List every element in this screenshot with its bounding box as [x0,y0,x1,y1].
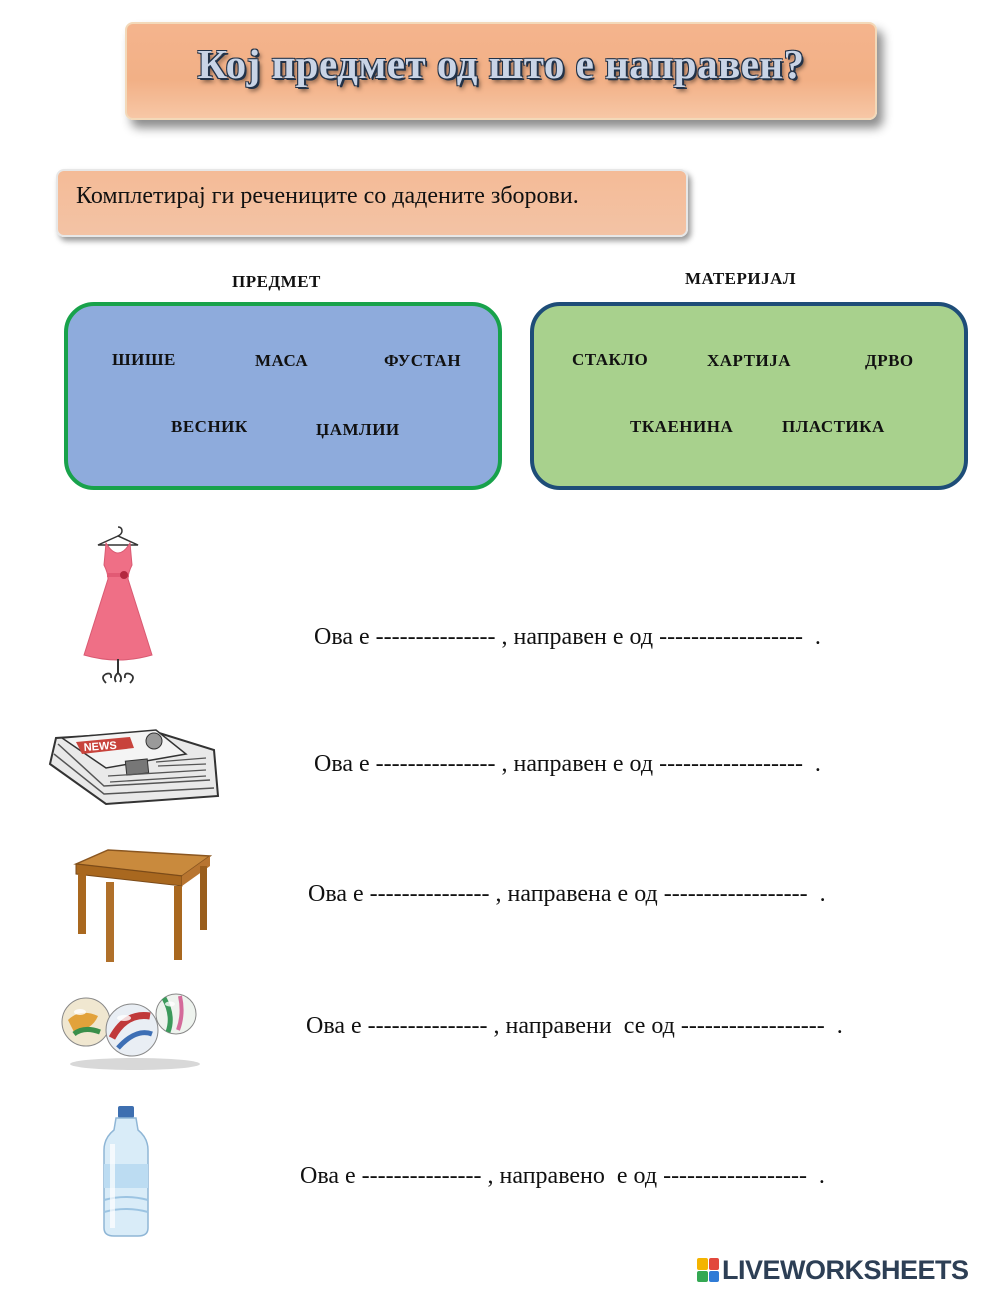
material-word-wood[interactable]: ДРВО [865,351,914,370]
sentence-3: Ова е --------------- , направена е од -… [308,881,826,907]
sentence-4: Ова е --------------- , направени се од … [306,1013,843,1039]
bottle-icon [103,1106,149,1237]
material-word-plastic[interactable]: ПЛАСТИКА [782,417,885,436]
object-word-marbles[interactable]: ЏАМЛИИ [316,420,400,439]
object-word-table[interactable]: МАСА [255,351,309,370]
materials-label: МАТЕРИЈАЛ [685,269,797,288]
material-word-glass[interactable]: СТАКЛО [572,350,649,369]
objects-label: ПРЕДМЕТ [232,272,321,291]
page-title: Кој предмет од што е направен? [197,41,805,87]
materials-word-bank [530,302,968,490]
sentence-1: Ова е --------------- , направен е од --… [314,624,821,650]
instruction-text: Комплетирај ги речениците со дадените зб… [76,183,579,209]
title-banner: Кој предмет од што е направен? [125,22,877,120]
instruction-box: Комплетирај ги речениците со дадените зб… [56,169,688,237]
object-word-newspaper[interactable]: ВЕСНИК [171,417,248,436]
table-icon [73,849,213,962]
liveworksheets-logo: LIVEWORKSHEETS [697,1253,969,1287]
liveworksheets-logo-icon [697,1258,719,1282]
dress-icon [83,526,153,684]
newspaper-icon: NEWS [48,729,220,806]
objects-word-bank [64,302,502,490]
logo-text: LIVEWORKSHEETS [722,1254,969,1285]
sentence-2: Ова е --------------- , направен е од --… [314,751,821,777]
object-word-dress[interactable]: ФУСТАН [384,351,462,370]
sentence-5: Ова е --------------- , направено е од -… [300,1163,825,1189]
marbles-icon [61,993,200,1070]
object-word-bottle[interactable]: ШИШЕ [112,350,176,369]
material-word-paper[interactable]: ХАРТИЈА [707,351,791,370]
svg-text:NEWS: NEWS [83,740,117,754]
material-word-fabric[interactable]: ТКАЕНИНА [630,417,734,436]
